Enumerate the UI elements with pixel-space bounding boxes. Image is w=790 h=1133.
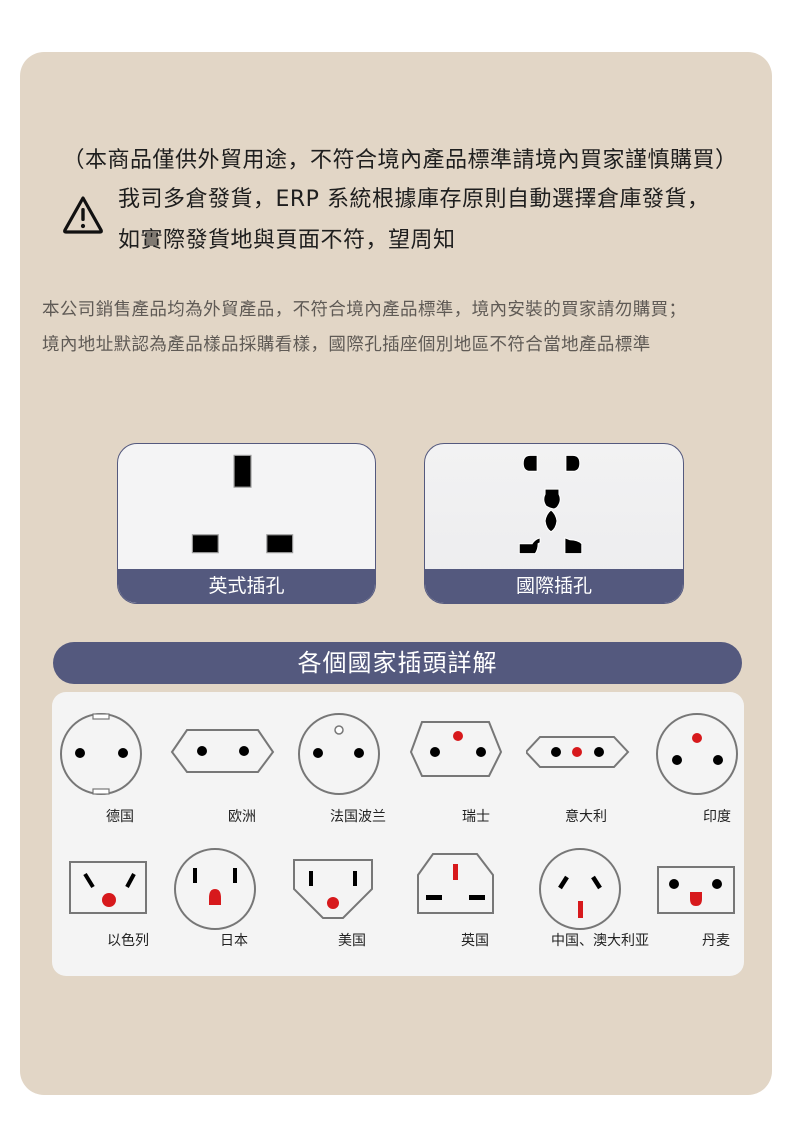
europe-plug-icon xyxy=(170,729,275,773)
plug-name-switzerland: 瑞士 xyxy=(462,809,490,825)
india-plug-icon xyxy=(656,713,738,795)
plug-name-uk: 英国 xyxy=(461,933,489,949)
plug-name-japan: 日本 xyxy=(220,933,248,949)
warehouse-notice-line-2: 如實際發貨地與頁面不符，望周知 xyxy=(118,228,456,253)
policy-line-2: 境內地址默認為產品樣品採購看樣，國際孔插座個別地區不符合當地產品標準 xyxy=(42,335,651,355)
plug-name-india: 印度 xyxy=(703,809,731,825)
section-title: 各個國家插頭詳解 xyxy=(53,642,742,684)
plug-item-india: 印度 xyxy=(654,712,774,842)
japan-plug-icon xyxy=(174,848,256,930)
plug-types-panel: 德国 欧洲 法国波兰 瑞士 xyxy=(52,692,744,976)
plug-item-france-poland: 法国波兰 xyxy=(298,712,418,842)
warning-triangle-icon xyxy=(63,196,103,234)
plug-item-china-australia: 中国、澳大利亚 xyxy=(538,847,658,977)
china-australia-plug-icon xyxy=(539,848,621,930)
usa-plug-icon xyxy=(293,859,373,919)
plug-name-italy: 意大利 xyxy=(565,809,607,825)
universal-socket-label: 國際插孔 xyxy=(425,569,683,603)
italy-plug-icon xyxy=(526,736,630,768)
plug-item-israel: 以色列 xyxy=(68,852,188,982)
uk-socket-icon xyxy=(191,454,294,554)
plug-item-usa: 美国 xyxy=(292,852,412,982)
plug-name-usa: 美国 xyxy=(338,933,366,949)
uk-plug-icon xyxy=(417,853,494,914)
plug-item-germany: 德国 xyxy=(60,712,180,842)
plug-name-denmark: 丹麦 xyxy=(702,933,730,949)
plug-name-israel: 以色列 xyxy=(107,933,149,949)
plug-name-europe: 欧洲 xyxy=(228,809,256,825)
plug-name-china-australia: 中国、澳大利亚 xyxy=(551,933,649,949)
uk-socket-label: 英式插孔 xyxy=(118,569,375,603)
plug-item-uk: 英国 xyxy=(416,852,536,982)
plug-name-germany: 德国 xyxy=(106,809,134,825)
universal-socket-card: 國際插孔 xyxy=(424,443,684,604)
denmark-plug-icon xyxy=(657,866,735,914)
france-poland-plug-icon xyxy=(298,713,380,795)
switzerland-plug-icon xyxy=(409,721,503,777)
export-notice: （本商品僅供外貿用途，不符合境內產品標準請境內買家謹慎購買） xyxy=(62,148,738,173)
plug-item-denmark: 丹麦 xyxy=(656,852,776,982)
warehouse-notice-line-1: 我司多倉發貨，ERP 系統根據庫存原則自動選擇倉庫發貨， xyxy=(118,187,710,212)
plug-item-switzerland: 瑞士 xyxy=(408,712,528,842)
uk-socket-card: 英式插孔 xyxy=(117,443,376,604)
germany-plug-icon xyxy=(60,713,142,795)
universal-socket-icon xyxy=(518,454,583,555)
plug-item-japan: 日本 xyxy=(174,847,294,977)
plug-item-italy: 意大利 xyxy=(526,712,646,842)
plug-item-europe: 欧洲 xyxy=(170,712,290,842)
policy-line-1: 本公司銷售產品均為外貿產品，不符合境內產品標準，境內安裝的買家請勿購買； xyxy=(42,300,687,320)
plug-name-france-poland: 法国波兰 xyxy=(330,809,386,825)
israel-plug-icon xyxy=(69,861,147,914)
